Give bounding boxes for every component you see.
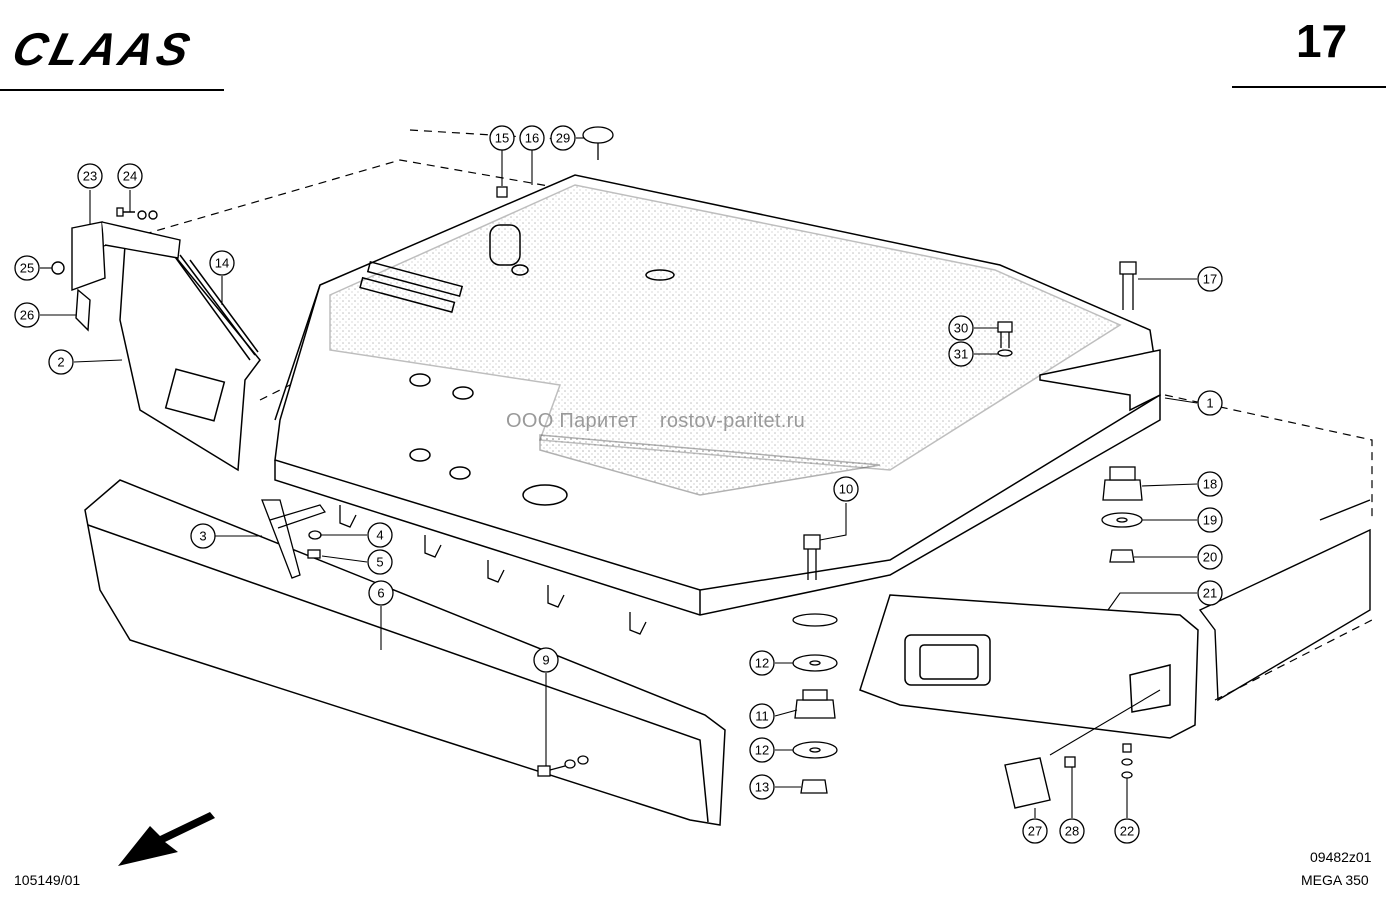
leader-lines [40,137,1198,818]
header-rule-left [0,89,224,91]
underside-hooks [339,505,647,635]
body-frame-right [1198,499,1371,702]
callout-17: 17 [1203,272,1217,287]
reference-number: 105149/01 [14,872,81,888]
callout-25: 25 [20,261,34,276]
callout-3: 3 [199,529,206,544]
hardware [116,126,1143,794]
callout-31: 31 [954,347,968,362]
callout-9: 9 [542,653,549,668]
callout-12-upper: 12 [755,656,769,671]
watermark-company: ООО Паритет [506,410,638,432]
callout-24: 24 [123,169,137,184]
callout-23: 23 [83,169,97,184]
direction-arrow-icon [118,812,215,866]
callout-4: 4 [376,528,383,543]
callout-2: 2 [57,355,64,370]
mounting-bracket [51,210,181,332]
callout-28: 28 [1065,824,1079,839]
callout-29: 29 [556,131,570,146]
callout-5: 5 [376,555,383,570]
callout-1: 1 [1206,396,1213,411]
right-side-cover [859,594,1199,739]
drawing-number: 09482z01 [1310,849,1372,865]
callout-27: 27 [1028,824,1042,839]
page-number: 17 [1296,15,1348,67]
watermark: ООО Паритет rostov-paritet.ru [506,410,805,433]
watermark-site: rostov-paritet.ru [659,410,806,432]
callout-6: 6 [377,586,384,601]
callout-16: 16 [525,131,539,146]
left-side-cover [119,244,261,472]
header-rule-right [1232,86,1386,88]
callout-13: 13 [755,780,769,795]
callout-14: 14 [215,256,229,271]
callout-12-lower: 12 [755,743,769,758]
model-name: MEGA 350 [1301,872,1369,888]
callout-26: 26 [20,308,34,323]
callout-21: 21 [1203,586,1217,601]
callout-20: 20 [1203,550,1217,565]
callout-15: 15 [495,131,509,146]
callout-22: 22 [1120,824,1134,839]
callout-30: 30 [954,321,968,336]
cover-plate [1004,757,1051,809]
callout-18: 18 [1203,477,1217,492]
platform-plate [274,174,1161,616]
callout-10: 10 [839,482,853,497]
callout-19: 19 [1203,513,1217,528]
callout-circles [14,125,1223,844]
callout-11: 11 [755,709,769,724]
